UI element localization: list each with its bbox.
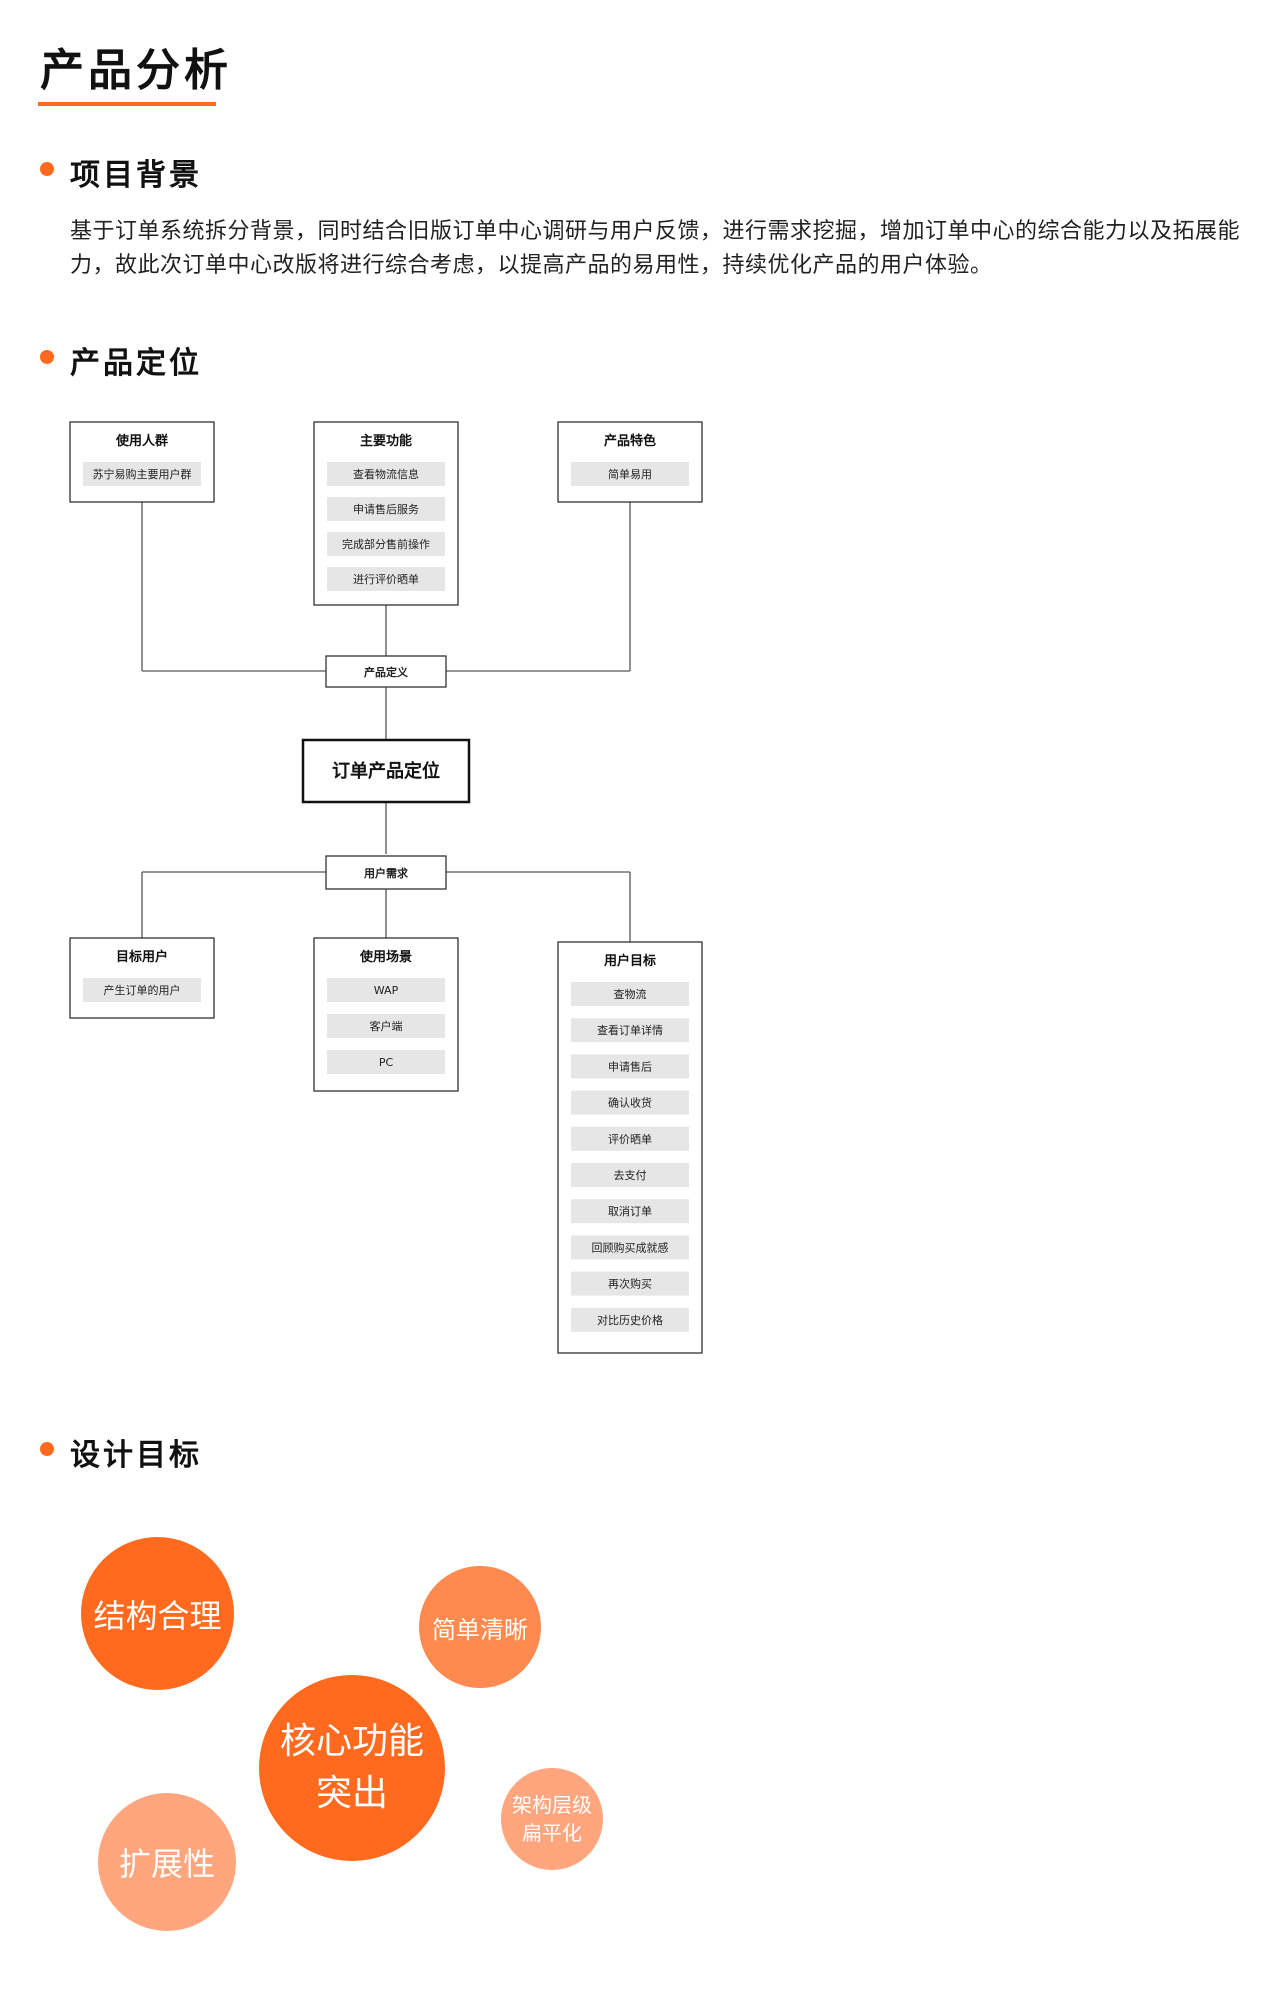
node-item-box bbox=[327, 1050, 445, 1074]
node-item-label: 申请售后服务 bbox=[353, 502, 419, 516]
bullet-dot-icon bbox=[40, 162, 54, 176]
page-title: 产品分析 bbox=[40, 45, 232, 96]
goal-label: 扩展性 bbox=[118, 1845, 215, 1883]
background-paragraph: 基于订单系统拆分背景，同时结合旧版订单中心调研与用户反馈，进行需求挖掘，增加订单… bbox=[70, 219, 1241, 278]
goal-circle-core: 核心功能 突出 bbox=[259, 1675, 445, 1861]
goal-circle-extensibility: 扩展性 bbox=[98, 1793, 236, 1931]
node-item-label: 对比历史价格 bbox=[597, 1313, 663, 1327]
node-item-label: PC bbox=[379, 1056, 394, 1069]
node-item-box bbox=[327, 462, 445, 486]
node-item-box bbox=[571, 1199, 689, 1224]
goal-label: 结构合理 bbox=[93, 1596, 222, 1635]
node-item-label: 确认收货 bbox=[608, 1096, 652, 1110]
node-item-box bbox=[83, 462, 201, 486]
node-item-label: 进行评价晒单 bbox=[353, 573, 419, 586]
node-item-label: 完成部分售前操作 bbox=[342, 537, 430, 551]
node-item-label: 简单易用 bbox=[608, 467, 652, 481]
node-item-label: 回顾购买成就感 bbox=[592, 1240, 669, 1254]
node-item-box bbox=[571, 1235, 689, 1260]
node-item-box bbox=[327, 1014, 445, 1038]
node-item-label: 查物流 bbox=[614, 987, 647, 1001]
node-item-box bbox=[571, 1163, 689, 1187]
node-item-label: 客户端 bbox=[370, 1019, 403, 1033]
node-item-box bbox=[327, 497, 445, 521]
node-item-label: WAP bbox=[374, 984, 399, 997]
goal-label-line1: 架构层级 bbox=[512, 1793, 592, 1817]
needs-label: 用户需求 bbox=[364, 866, 409, 880]
node-item-label: 查看物流信息 bbox=[353, 467, 419, 481]
node-title: 使用人群 bbox=[115, 433, 168, 449]
node-item-box bbox=[571, 1307, 689, 1332]
goal-label-line2: 扁平化 bbox=[522, 1821, 582, 1845]
goal-label: 简单清晰 bbox=[432, 1615, 528, 1644]
node-item-box bbox=[571, 982, 689, 1006]
node-title: 目标用户 bbox=[116, 949, 168, 965]
bullet-dot-icon bbox=[40, 350, 54, 364]
node-item-label: 苏宁易购主要用户群 bbox=[93, 467, 192, 481]
node-item-label: 申请售后 bbox=[608, 1059, 652, 1073]
node-item-box bbox=[327, 532, 445, 556]
node-item-box bbox=[571, 1090, 689, 1115]
node-item-box bbox=[571, 1271, 689, 1296]
node-item-label: 取消订单 bbox=[608, 1204, 652, 1218]
node-item-label: 查看订单详情 bbox=[597, 1023, 663, 1037]
node-item-label: 评价晒单 bbox=[608, 1133, 652, 1146]
node-item-box bbox=[571, 1126, 689, 1151]
node-title: 产品特色 bbox=[604, 433, 656, 449]
section-title: 产品定位 bbox=[70, 346, 202, 381]
goal-circle-structure: 结构合理 bbox=[81, 1537, 234, 1690]
definition-label: 产品定义 bbox=[364, 665, 409, 679]
goal-circle-simple: 简单清晰 bbox=[419, 1566, 541, 1688]
center-node-label: 订单产品定位 bbox=[332, 760, 440, 782]
definition-box bbox=[325, 655, 447, 688]
node-item-box bbox=[571, 1018, 689, 1043]
node-title: 使用场景 bbox=[359, 949, 412, 965]
node-item-box bbox=[571, 462, 689, 486]
goal-label-line1: 核心功能 bbox=[279, 1721, 424, 1762]
title-underline bbox=[38, 102, 216, 106]
center-node bbox=[301, 738, 471, 804]
node-title: 主要功能 bbox=[360, 433, 412, 449]
node-item-box bbox=[327, 567, 445, 591]
needs-box bbox=[325, 855, 447, 890]
node-item-box bbox=[571, 1054, 689, 1079]
goal-circle-flat: 架构层级 扁平化 bbox=[501, 1768, 603, 1870]
bullet-dot-icon bbox=[40, 1442, 54, 1456]
node-item-box bbox=[327, 978, 445, 1002]
node-item-label: 产生订单的用户 bbox=[104, 983, 181, 997]
node-item-label: 去支付 bbox=[614, 1169, 647, 1182]
node-title: 用户目标 bbox=[603, 953, 656, 969]
goal-label-line2: 突出 bbox=[315, 1773, 388, 1814]
node-item-label: 再次购买 bbox=[608, 1277, 652, 1291]
node-item-box bbox=[83, 978, 201, 1002]
section-title: 设计目标 bbox=[70, 1438, 202, 1473]
section-title: 项目背景 bbox=[70, 158, 202, 193]
